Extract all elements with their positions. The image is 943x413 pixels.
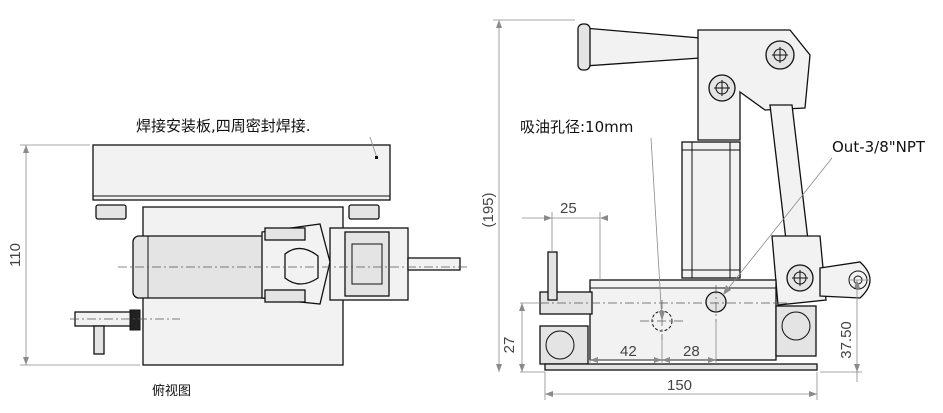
hex-column [681,141,741,279]
pump-block [589,279,777,361]
handle-grip [583,27,701,67]
suction-hole-label: 吸油孔径:10mm [520,118,633,136]
bolt-head-right [348,204,380,220]
dim-42: 42 [620,343,637,360]
mounting-plate [92,144,391,201]
outlet-label: Out-3/8"NPT [832,138,926,156]
dim-27: 27 [501,337,518,354]
handle-rod-top [407,257,461,271]
inlet-fitting [547,251,558,301]
top-view: 110 焊接安装板,四周密封焊接. 俯视图 [7,117,470,399]
dim-110: 110 [7,243,24,267]
dim-195: (195) [480,192,497,227]
dim-28: 28 [683,343,700,360]
weld-note: 焊接安装板,四周密封焊接. [136,117,311,135]
bolt-head-left [95,204,127,220]
side-view: 吸油孔径:10mm Out-3/8"NPT (195) 25 27 [480,19,926,400]
dim-150: 150 [667,377,692,394]
top-view-caption: 俯视图 [152,383,191,399]
dim-37-50: 37.50 [838,321,855,359]
dim-25: 25 [560,200,577,217]
link-rod [769,104,809,241]
